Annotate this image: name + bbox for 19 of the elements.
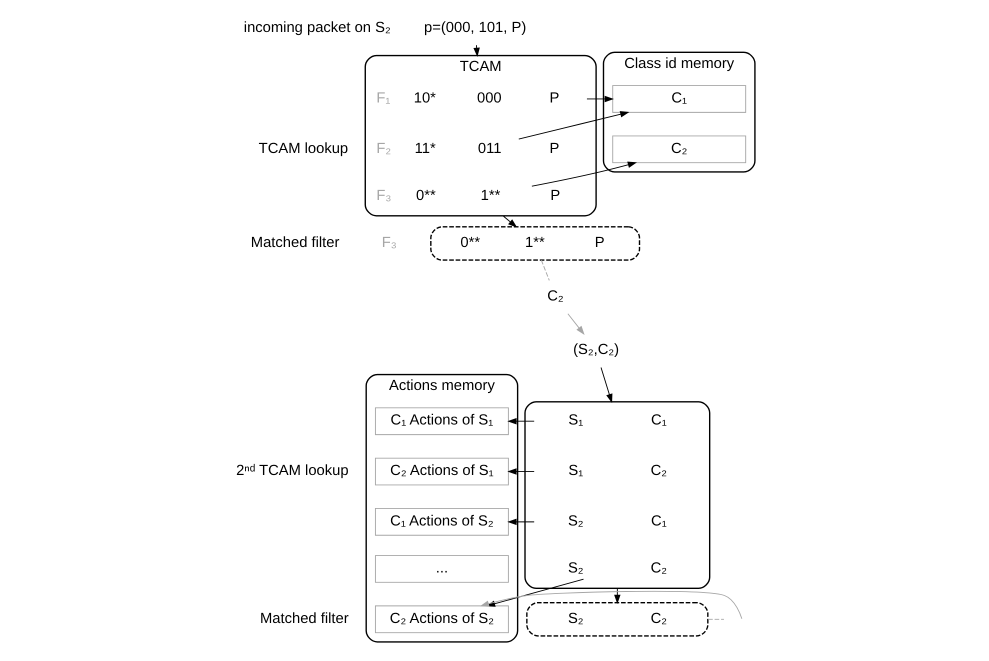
node-label: F₁ xyxy=(376,90,390,106)
label: TCAM lookup xyxy=(258,140,348,157)
node-text: 0** 1** P xyxy=(416,188,560,204)
label: Matched filter xyxy=(260,610,348,627)
node-text: 10* 000 P xyxy=(413,90,559,106)
node-label: F₂ xyxy=(376,140,391,157)
node-label: F₃ xyxy=(381,234,396,251)
node-text: (S₂,C₂) xyxy=(572,342,619,358)
node-text: 11* 011 P xyxy=(414,140,559,157)
node-text: S₁ C₂ xyxy=(568,463,666,480)
node-text: S₁ C₁ xyxy=(568,412,666,429)
node-text: C₂ xyxy=(546,288,564,305)
node-label: F₃ xyxy=(376,188,391,204)
node-text: S₂ C₂ xyxy=(567,560,666,576)
label: Matched filter xyxy=(250,234,339,251)
node-text: p=(000, 101, P) xyxy=(424,20,526,36)
label: 2ⁿᵈ TCAM lookup xyxy=(236,463,348,480)
label: incoming packet on S₂ xyxy=(243,20,390,36)
node-text: S₂ C₁ xyxy=(567,513,666,530)
